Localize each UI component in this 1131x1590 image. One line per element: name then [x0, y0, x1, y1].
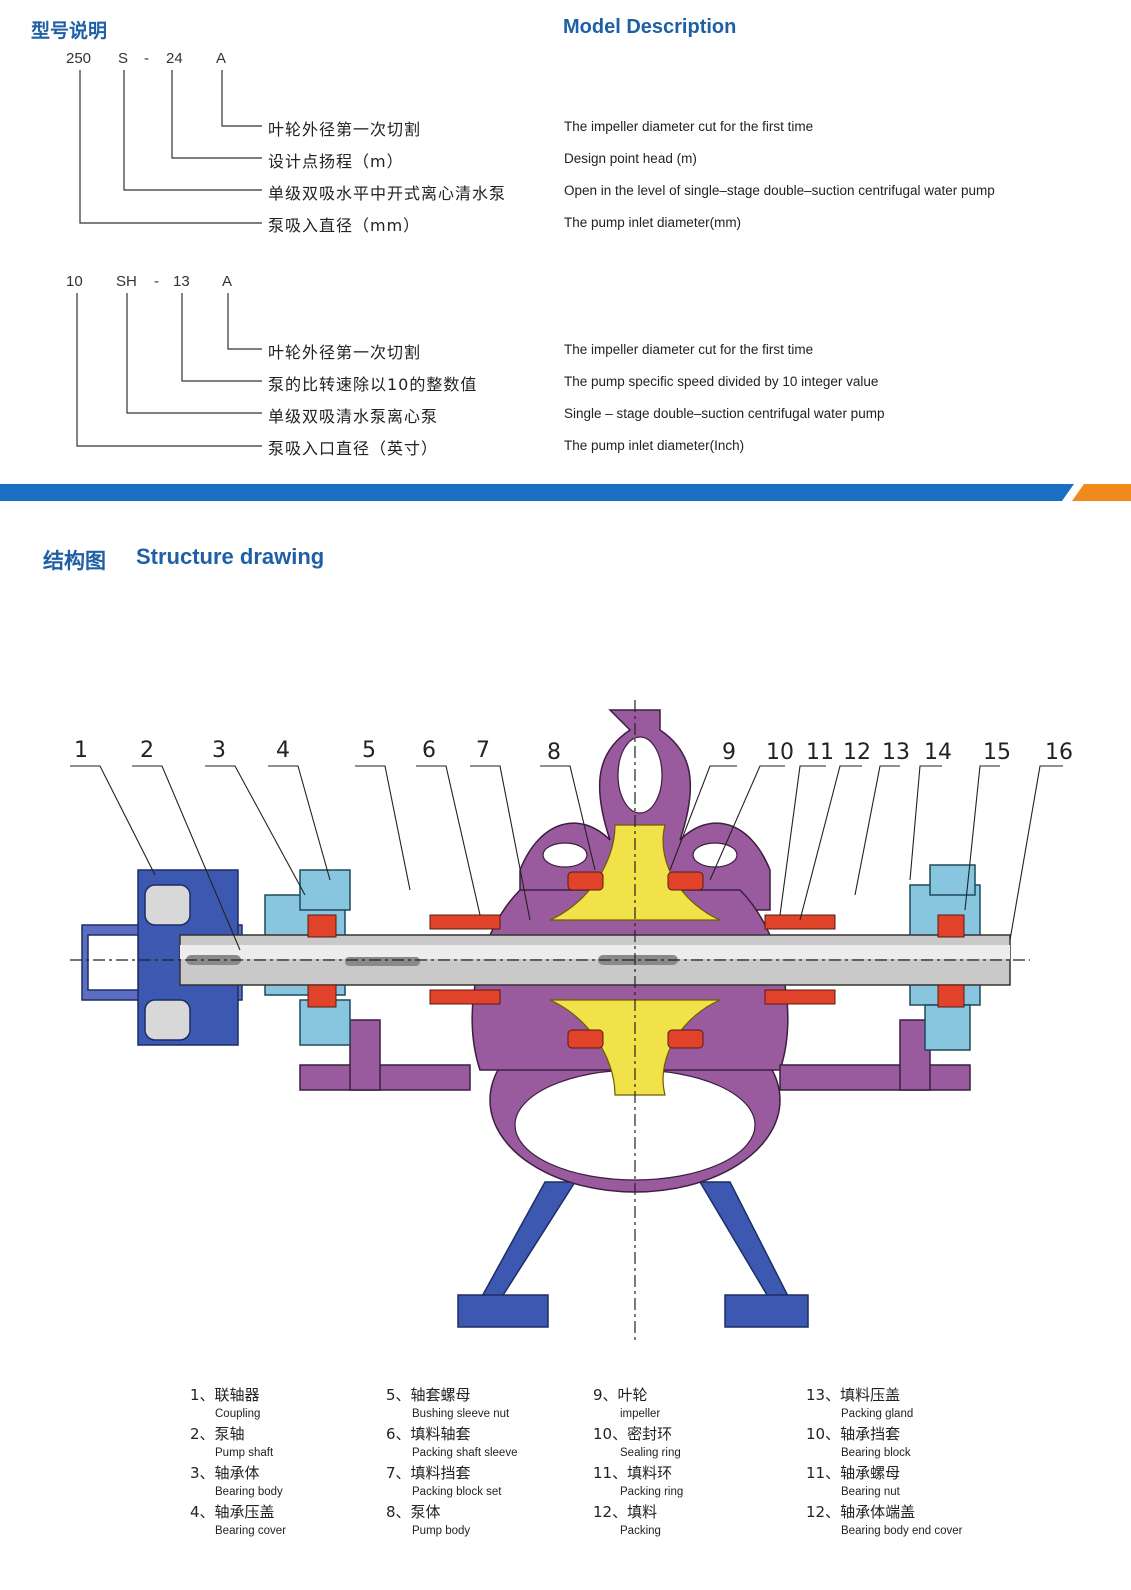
legend-item-cn: 12、填料	[593, 1503, 658, 1521]
callout-1: 1	[74, 738, 88, 763]
model2-code-cut: A	[222, 273, 233, 290]
model2-code-speed: 13	[173, 273, 190, 290]
seal-rings	[307, 871, 965, 1049]
callout-4: 4	[276, 738, 290, 763]
legend-item-cn: 6、填料轴套	[386, 1425, 471, 1443]
legend-item-en: impeller	[620, 1408, 661, 1420]
legend-item-en: Bearing body end cover	[841, 1525, 963, 1537]
callout-9: 9	[722, 740, 736, 765]
callout-7: 7	[476, 738, 490, 763]
model2-item-cn: 泵吸入口直径（英寸）	[268, 439, 439, 458]
structure-title-cn: 结构图	[43, 549, 106, 573]
callout-8: 8	[547, 740, 561, 765]
model1-item-cn: 单级双吸水平中开式离心清水泵	[268, 184, 507, 203]
legend-item-cn: 5、轴套螺母	[386, 1386, 471, 1404]
model1-code-dash: -	[144, 50, 149, 67]
model2-code-dash: -	[154, 273, 159, 290]
model-title-cn: 型号说明	[31, 20, 108, 42]
legend-item-en: Packing shaft sleeve	[412, 1447, 518, 1459]
legend-item-en: Bearing body	[215, 1486, 283, 1498]
callout-10: 10	[766, 740, 794, 765]
legend-item-en: Bushing sleeve nut	[412, 1408, 510, 1420]
model1-item-en: The pump inlet diameter(mm)	[564, 215, 742, 230]
model1-item-en: Design point head (m)	[564, 151, 697, 166]
legend-item-en: Packing gland	[841, 1408, 914, 1420]
pump-structure-drawing	[70, 700, 1063, 1340]
callout-14: 14	[924, 740, 952, 765]
legend-item-en: Packing ring	[620, 1486, 684, 1498]
model2-item-cn: 单级双吸清水泵离心泵	[268, 407, 439, 426]
model2-code-type: SH	[116, 273, 137, 290]
legend-item-cn: 2、泵轴	[190, 1425, 245, 1443]
legend-item-en: Sealing ring	[620, 1447, 681, 1459]
legend-item-cn: 13、填料压盖	[806, 1386, 901, 1404]
callout-12: 12	[843, 740, 871, 765]
legend-item-cn: 7、填料挡套	[386, 1464, 471, 1482]
model2-item-en: Single – stage double–suction centrifuga…	[564, 406, 885, 421]
legend-item-cn: 11、填料环	[593, 1464, 673, 1482]
callout-5: 5	[362, 738, 376, 763]
legend-item-en: Packing	[620, 1525, 661, 1537]
legend-item-en: Packing block set	[412, 1486, 502, 1498]
callout-16: 16	[1045, 740, 1073, 765]
legend-item-en: Bearing cover	[215, 1525, 286, 1537]
model1-item-cn: 泵吸入直径（mm）	[268, 216, 421, 235]
legend-item-cn: 1、联轴器	[190, 1386, 260, 1404]
centre-lines	[70, 700, 1030, 1340]
model1-item-en: Open in the level of single–stage double…	[564, 183, 995, 198]
legend-item-en: Bearing block	[841, 1447, 911, 1459]
callout-6: 6	[422, 738, 436, 763]
legend-item-cn: 12、轴承体端盖	[806, 1503, 916, 1521]
callout-15: 15	[983, 740, 1011, 765]
model2-item-en: The impeller diameter cut for the first …	[564, 342, 814, 357]
callout-13: 13	[882, 740, 910, 765]
pump-base	[457, 1181, 809, 1328]
legend-item-cn: 3、轴承体	[190, 1464, 260, 1482]
callout-3: 3	[212, 738, 226, 763]
model1-item-en: The impeller diameter cut for the first …	[564, 119, 814, 134]
structure-title-en: Structure drawing	[136, 544, 325, 569]
legend-item-cn: 9、叶轮	[593, 1386, 648, 1404]
legend-item-cn: 11、轴承螺母	[806, 1464, 901, 1482]
callout-2: 2	[140, 738, 154, 763]
model1-code-type: S	[118, 50, 129, 67]
callout-leaders	[70, 765, 1063, 951]
callout-11: 11	[806, 740, 834, 765]
legend-item-cn: 4、轴承压盖	[190, 1503, 275, 1521]
legend-item-en: Bearing nut	[841, 1486, 900, 1498]
model2-item-cn: 泵的比转速除以10的整数值	[268, 375, 478, 394]
model2-item-en: The pump inlet diameter(Inch)	[564, 438, 745, 453]
model2-item-en: The pump specific speed divided by 10 in…	[564, 374, 879, 389]
model1-tree-lines	[79, 70, 262, 224]
model1-code-head: 24	[166, 50, 183, 67]
legend-item-cn: 10、密封环	[593, 1425, 673, 1443]
legend-item-en: Pump body	[412, 1525, 471, 1537]
section-divider-band	[0, 484, 1131, 501]
legend-item-cn: 10、轴承挡套	[806, 1425, 901, 1443]
legend-item-en: Coupling	[215, 1408, 261, 1420]
model1-item-cn: 设计点扬程（m）	[268, 152, 404, 171]
model1-code-diameter: 250	[66, 50, 92, 67]
model-title-en: Model Description	[563, 16, 737, 38]
model2-code-diameter: 10	[66, 273, 83, 290]
legend-item-cn: 8、泵体	[386, 1503, 441, 1521]
model1-code-cut: A	[216, 50, 227, 67]
legend-item-en: Pump shaft	[215, 1447, 274, 1459]
model2-item-cn: 叶轮外径第一次切割	[268, 343, 422, 362]
model2-tree-lines	[76, 293, 262, 447]
model1-item-cn: 叶轮外径第一次切割	[268, 120, 422, 139]
